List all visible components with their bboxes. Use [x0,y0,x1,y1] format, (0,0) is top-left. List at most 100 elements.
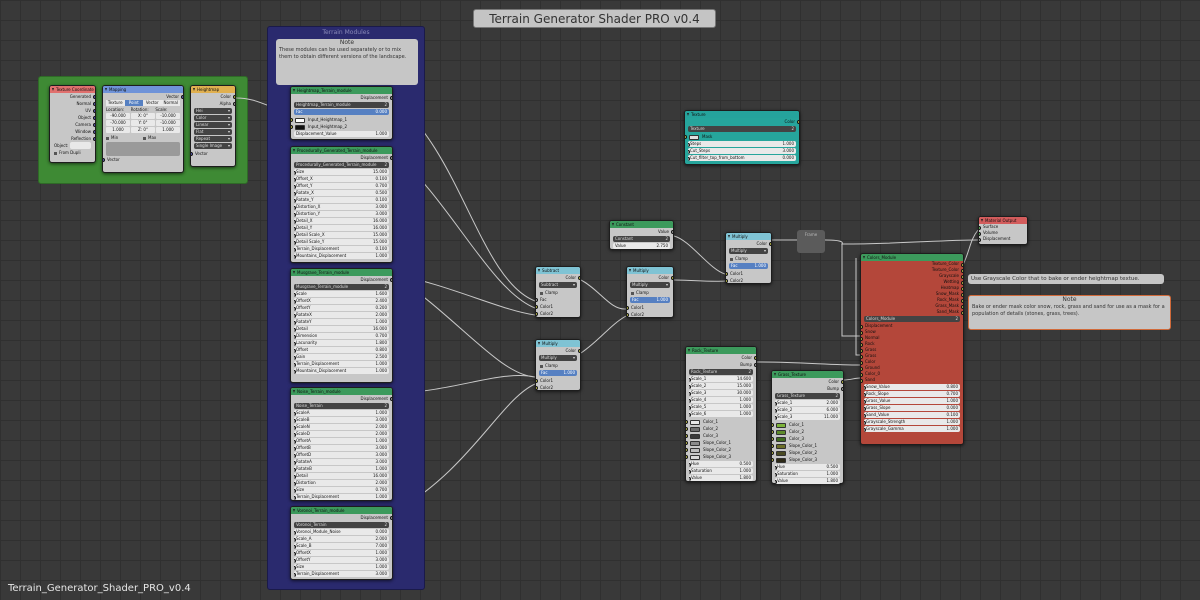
mapping-value-field[interactable]: -10.000 [156,113,180,119]
tab-point[interactable]: Point [124,100,143,106]
blend-mode-select[interactable]: Multiply▾ [729,248,768,254]
color-swatch[interactable] [776,443,786,449]
color-swatch[interactable] [776,436,786,442]
color-input[interactable]: Slope_Color_2 [772,449,843,456]
node-mapping[interactable]: Mapping Vector Texture Point Vector Norm… [102,85,184,173]
node-heightmap[interactable]: Heightmap Color Alpha Hei▾ Color▾Linear▾… [190,85,236,167]
color-input[interactable]: Color_3 [772,435,843,442]
node-header[interactable]: Multiply [726,233,771,240]
note-bake-heightmap[interactable]: Use Grayscale Color that to bake or ende… [968,274,1164,284]
clamp-checkbox[interactable]: Clamp [536,362,580,369]
node-header[interactable]: Mapping [103,86,183,93]
tab-normal[interactable]: Normal [161,100,180,106]
note-mask[interactable]: Note Bake or ender mask color snow, rock… [968,295,1171,330]
min-max-fields[interactable] [106,142,180,156]
node-header[interactable]: Voronoi_Terrain_module [291,507,392,514]
color-swatch[interactable] [690,454,700,460]
color-swatch[interactable] [690,426,700,432]
tab-vector[interactable]: Vector [143,100,162,106]
color-input[interactable]: Slope_Color_1 [686,439,756,446]
blend-mode-select[interactable]: Multiply▾ [539,355,577,361]
node-header[interactable]: Colors_Module [861,254,963,261]
node-noise-terrain-module[interactable]: Noise_Terrain_module Displacement Noise_… [290,387,393,501]
node-procedural-terrain-module[interactable]: Procedurally_Generated_Terrain_module Di… [290,146,393,263]
min-checkbox[interactable]: Min [106,135,143,140]
color-input[interactable]: Slope_Color_2 [686,446,756,453]
node-header[interactable]: Noise_Terrain_module [291,388,392,395]
color-input[interactable]: Slope_Color_1 [772,442,843,449]
option-select[interactable]: Flat▾ [194,129,232,135]
node-header[interactable]: Grass_Texture [772,371,843,378]
clamp-checkbox[interactable]: Clamp [536,289,580,296]
color-input[interactable]: Slope_Color_3 [772,456,843,463]
node-voronoi-terrain-module[interactable]: Voronoi_Terrain_module Displacement Voro… [290,506,393,580]
mapping-value-field[interactable]: Y: 0° [131,120,155,126]
color-input[interactable]: Color_3 [686,432,756,439]
node-subtract[interactable]: Subtract Color Subtract▾ Clamp Fac Color… [535,266,581,318]
node-header[interactable]: Multiply [627,267,673,274]
color-input[interactable]: Color_1 [686,418,756,425]
from-dupli-checkbox[interactable]: From Dupli [50,149,95,156]
node-header[interactable]: Heightmap_Terrain_module [291,87,392,94]
node-header[interactable]: Procedurally_Generated_Terrain_module [291,147,392,154]
node-header[interactable]: Multiply [536,340,580,347]
option-select[interactable]: Single Image▾ [194,143,232,149]
node-header[interactable]: Texture [685,111,799,118]
mapping-value-field[interactable]: Z: 0° [131,127,155,133]
